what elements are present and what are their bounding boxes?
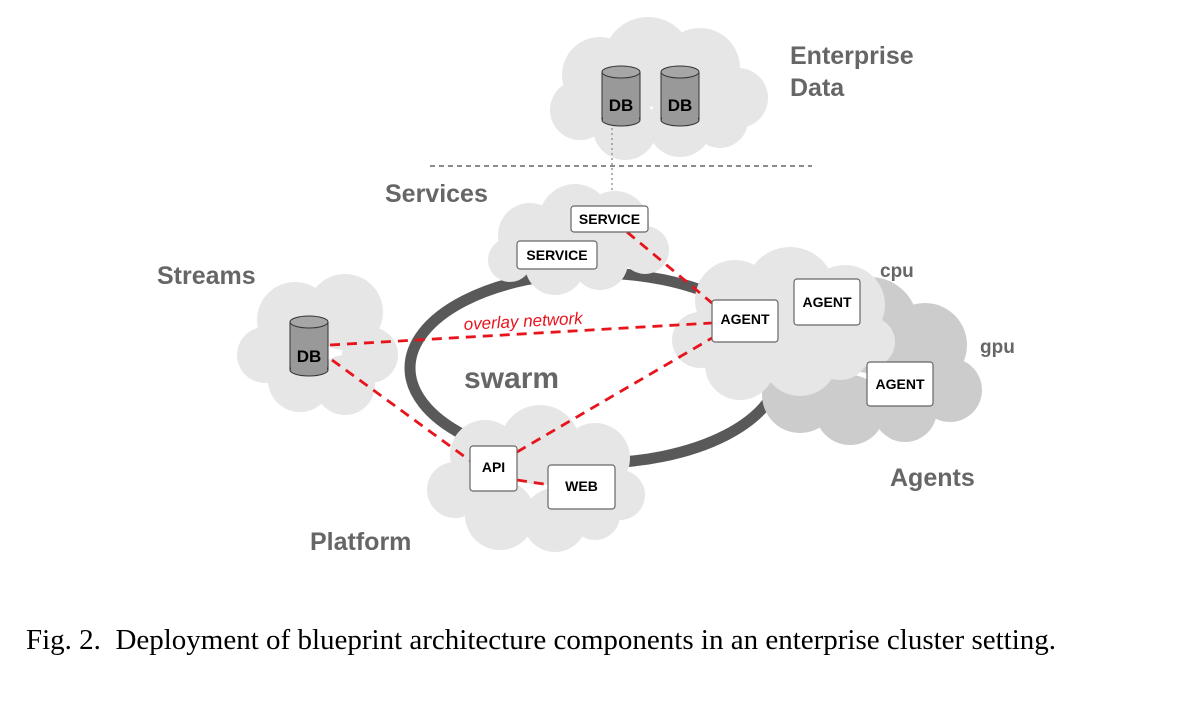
api-label: API xyxy=(482,459,505,475)
agent-gpu-label: AGENT xyxy=(876,376,925,392)
gpu-label: gpu xyxy=(980,337,1015,358)
overlay-network-label: overlay network xyxy=(463,309,584,334)
overlay-db-api xyxy=(331,358,473,464)
overlay-service-agent xyxy=(626,230,713,305)
caption-prefix: Fig. 2. xyxy=(26,624,101,656)
db-streams-label: DB xyxy=(297,347,322,366)
db-enterprise-1: DB xyxy=(601,65,641,127)
cpu-label: cpu xyxy=(880,261,914,282)
streams-label: Streams xyxy=(157,262,256,290)
service-1-label: SERVICE xyxy=(579,211,640,227)
service-box-2: SERVICE xyxy=(516,240,598,270)
enterprise-label-line-1: Enterprise xyxy=(790,42,914,70)
agent-cpu-label: AGENT xyxy=(803,294,852,310)
figure-caption: Fig. 2. Deployment of blueprint architec… xyxy=(26,622,1172,658)
db-enterprise-2: DB xyxy=(660,65,700,127)
overlay-api-agent xyxy=(516,336,713,454)
services-label: Services xyxy=(385,180,488,208)
swarm-label: swarm xyxy=(464,362,559,395)
enterprise-label-line-2: Data xyxy=(790,74,845,102)
web-box: WEB xyxy=(547,464,616,510)
agents-label: Agents xyxy=(890,464,975,492)
agent-box-cpu: AGENT xyxy=(793,278,861,326)
service-box-1: SERVICE xyxy=(570,205,649,233)
enterprise-cloud xyxy=(550,17,768,160)
service-2-label: SERVICE xyxy=(526,247,587,263)
platform-label: Platform xyxy=(310,528,411,556)
agent-box-main: AGENT xyxy=(711,299,779,343)
agent-box-gpu: AGENT xyxy=(866,361,934,407)
overlay-api-web xyxy=(516,478,551,487)
overlay-db-agent xyxy=(329,321,713,347)
overlay-network-lines xyxy=(329,230,713,487)
api-box: API xyxy=(469,445,518,492)
db-enterprise-1-label: DB xyxy=(609,96,634,115)
agent-main-label: AGENT xyxy=(721,311,770,327)
db-streams: DB xyxy=(289,315,329,377)
db-enterprise-2-label: DB xyxy=(668,96,693,115)
web-label: WEB xyxy=(565,478,598,494)
caption-text: Deployment of blueprint architecture com… xyxy=(115,624,1057,656)
architecture-diagram: DB DB DB SERVICE SERVICE AGENT AGENT AGE… xyxy=(157,17,1015,556)
